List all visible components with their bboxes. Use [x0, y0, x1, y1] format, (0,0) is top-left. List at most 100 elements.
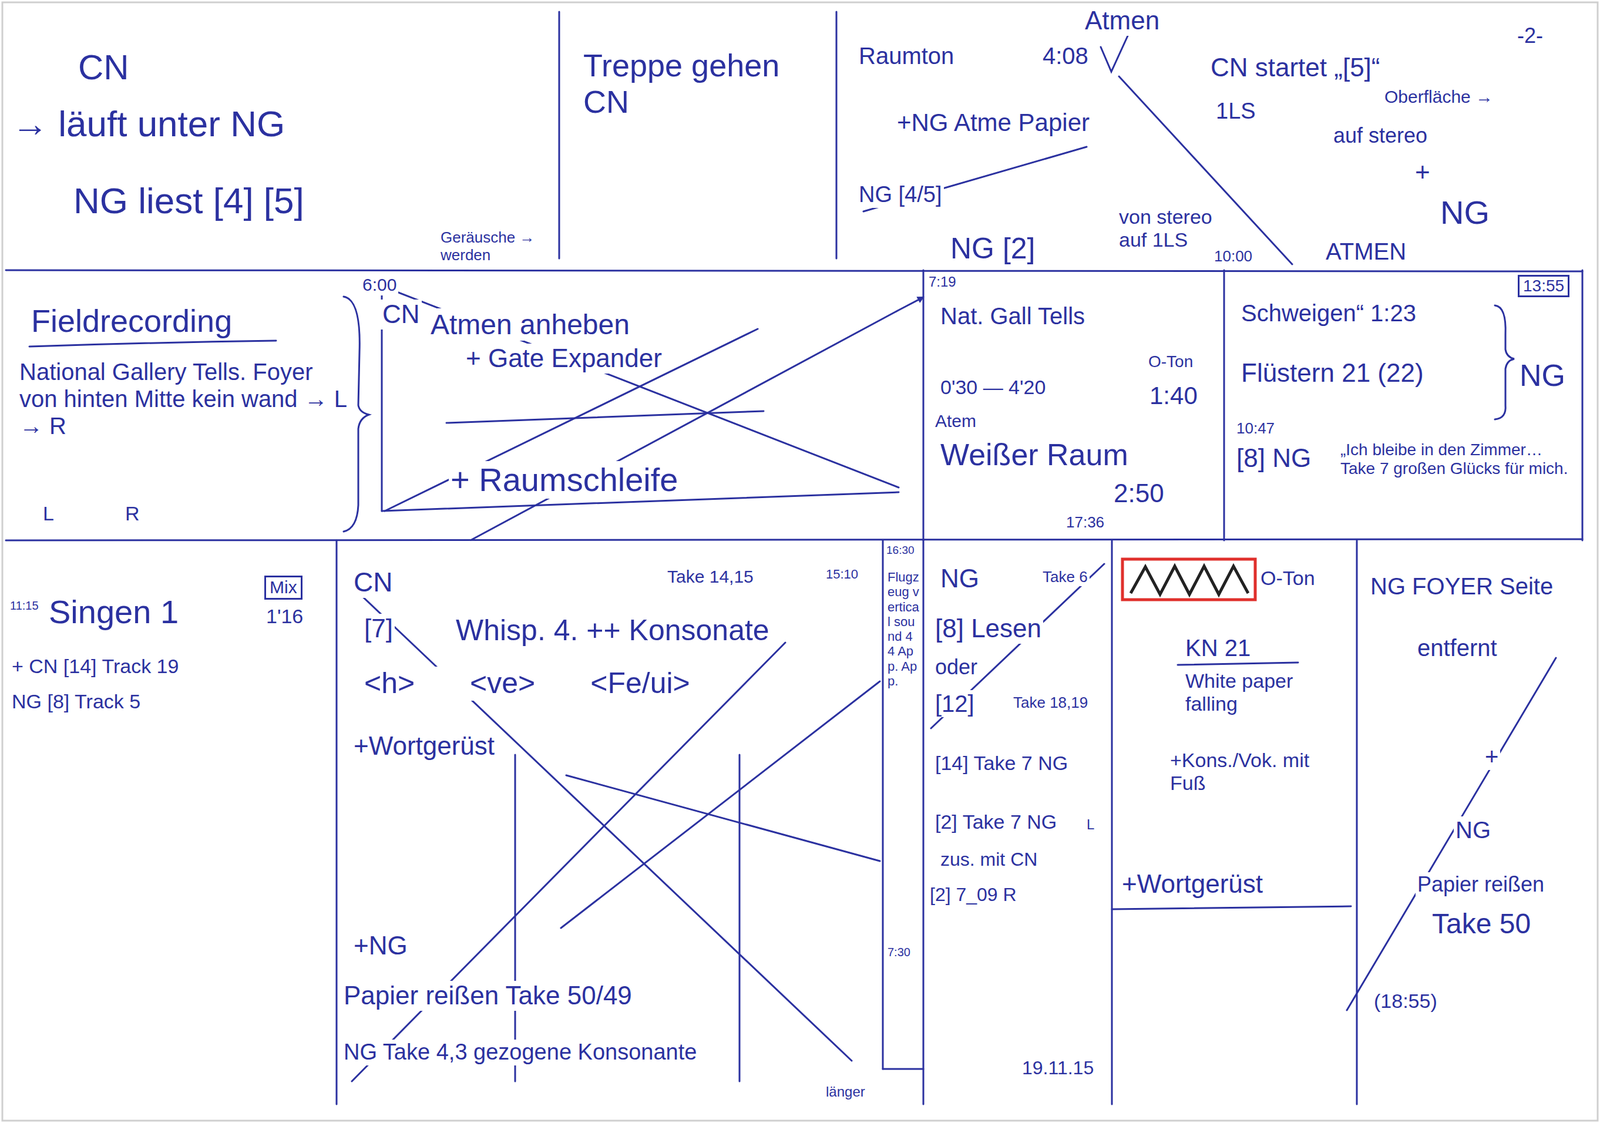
handwritten-note: 1'16 [264, 604, 305, 628]
handwritten-note: CN startet „[5]“ [1208, 52, 1383, 83]
handwritten-note: O-Ton [1146, 352, 1195, 372]
handwritten-note: NG FOYER Seite [1368, 572, 1555, 600]
handwritten-note: Singen 1 [46, 593, 181, 631]
grid-line [5, 539, 1583, 541]
grid-line [922, 270, 925, 541]
handwritten-note: CN [76, 46, 131, 88]
grid-line [1223, 270, 1226, 541]
handwritten-note: CN [380, 299, 422, 330]
score-cell: Treppe gehen CN [559, 5, 837, 271]
grid-line [882, 1068, 924, 1071]
handwritten-note: (18:55) [1372, 989, 1440, 1013]
handwritten-note: NG liest [4] [5] [71, 179, 307, 222]
check-mark [1100, 29, 1131, 72]
handwritten-note: +NG [351, 930, 410, 961]
grid-line [1111, 540, 1114, 1105]
handwritten-note: Whisp. 4. ++ Konsonate [454, 613, 772, 648]
grid-line [5, 270, 1583, 272]
handwritten-note: [2] Take 7 NG [933, 810, 1059, 834]
score-cell: 7:19Nat. Gall TellsO-Ton0'30 — 4'201:40A… [923, 270, 1225, 541]
grid-line [922, 540, 925, 1105]
handwritten-note: NG [4/5] [856, 182, 944, 208]
handwritten-note: von stereo auf 1LS [1117, 205, 1233, 252]
handwritten-note: 16:30 [884, 543, 917, 557]
score-cell: O-TonKN 21White paper falling+Kons./Vok.… [1111, 540, 1357, 1111]
score-cell: RaumtonAtmen4:08+NG Atme PapierNG [4/5]N… [836, 5, 1583, 271]
handwritten-note: + [1413, 157, 1433, 188]
cross-out-line [446, 411, 764, 423]
handwritten-note: [8] NG [1234, 443, 1313, 474]
handwritten-note: R [123, 502, 142, 526]
handwritten-note: Schweigen“ 1:23 [1239, 299, 1418, 327]
handwritten-note: Atmen [1083, 5, 1162, 36]
cross-out-line [930, 563, 1105, 729]
handwritten-note: 10:00 [1212, 247, 1255, 266]
handwritten-note: NG [1517, 358, 1568, 394]
brace [1494, 305, 1515, 420]
handwritten-note: + Raumschleife [448, 461, 681, 499]
underline [29, 340, 277, 347]
handwritten-note: [2] 7_09 R [928, 883, 1019, 906]
handwritten-note: +Kons./Vok. mit Fuß [1168, 748, 1349, 795]
handwritten-note: Treppe gehen CN [581, 46, 809, 120]
handwritten-note: 2:50 [1111, 478, 1166, 509]
handwritten-note: NG [8] Track 5 [9, 690, 143, 714]
handwritten-note: Nat. Gall Tells [938, 302, 1087, 330]
handwritten-note: länger [824, 1083, 867, 1101]
handwritten-note: Weißer Raum [938, 437, 1131, 473]
score-cell: FieldrecordingNational Gallery Tells. Fo… [5, 270, 358, 541]
handwritten-note: NG [938, 563, 981, 594]
handwritten-note: 15:10 [824, 566, 860, 582]
grid-line [1356, 540, 1359, 1105]
grid-line [558, 11, 561, 259]
red-marker-box [1122, 559, 1256, 600]
handwritten-note: Oberfläche → [1382, 86, 1495, 108]
handwritten-note: Take 6 [1040, 568, 1090, 587]
score-cell: CN[7]Whisp. 4. ++ KonsonateTake 14,1515:… [336, 540, 883, 1111]
handwritten-note: Atmen anheben [428, 308, 632, 341]
handwritten-note: O-Ton [1258, 566, 1317, 590]
grid-line [835, 11, 838, 259]
handwritten-note: 1:40 [1147, 381, 1200, 410]
handwritten-note: „Ich bleibe in den Zimmer… Take 7 großen… [1338, 440, 1578, 479]
handwritten-note: Papier reißen Take 50/49 [341, 980, 634, 1011]
handwritten-note: Flüstern 21 (22) [1239, 358, 1426, 389]
handwritten-note: 13:55 [1517, 274, 1570, 298]
handwritten-note: 0'30 — 4'20 [938, 375, 1048, 399]
handwritten-note: Flugzeug vertical sound 44 App. App. [885, 569, 921, 689]
handwritten-note: [14] Take 7 NG [933, 751, 1070, 775]
handwritten-note: 4:08 [1040, 42, 1091, 70]
handwritten-note: entfernt [1415, 634, 1499, 662]
handwritten-note: [7] [362, 613, 395, 644]
handwritten-note: + [1483, 743, 1501, 771]
date: 19.11.15 [1020, 1057, 1096, 1080]
timeline-column: 16:30Flugzeug vertical sound 44 App. App… [882, 540, 924, 1070]
handwritten-note: [12] [933, 690, 977, 718]
handwritten-note: Papier reißen [1415, 872, 1546, 897]
cross-out-line [738, 754, 741, 1082]
handwritten-note: NG [2] [948, 232, 1037, 267]
handwritten-note: oder [933, 654, 980, 680]
handwritten-note: 17:36 [1064, 513, 1107, 532]
score-cell: CN→ läuft unter NGNG liest [4] [5]Geräus… [5, 5, 560, 271]
handwritten-note: NG [1453, 816, 1493, 844]
grid-line [882, 540, 884, 1070]
handwritten-note: 7:30 [885, 945, 913, 960]
handwritten-note: zus. mit CN [938, 848, 1040, 871]
handwritten-note: <h> <ve> <Fe/ui> [362, 666, 692, 701]
score-cell: Mix11:15Singen 11'16+ CN [14] Track 19NG… [5, 540, 337, 1111]
handwritten-note: Take 14,15 [665, 566, 756, 588]
handwritten-note: 11:15 [8, 599, 41, 613]
handwritten-note: +Wortgerüst [1120, 869, 1265, 900]
underline [1111, 906, 1351, 910]
handwritten-note: Mix [264, 575, 303, 600]
handwritten-note: + Gate Expander [464, 343, 664, 374]
handwritten-note: NG [1438, 193, 1492, 232]
handwritten-note: [8] Lesen [933, 613, 1044, 644]
cross-out-line [384, 328, 758, 512]
handwritten-note: Atem [933, 411, 978, 432]
handwritten-note: National Gallery Tells. Foyer von hinten… [17, 358, 351, 440]
